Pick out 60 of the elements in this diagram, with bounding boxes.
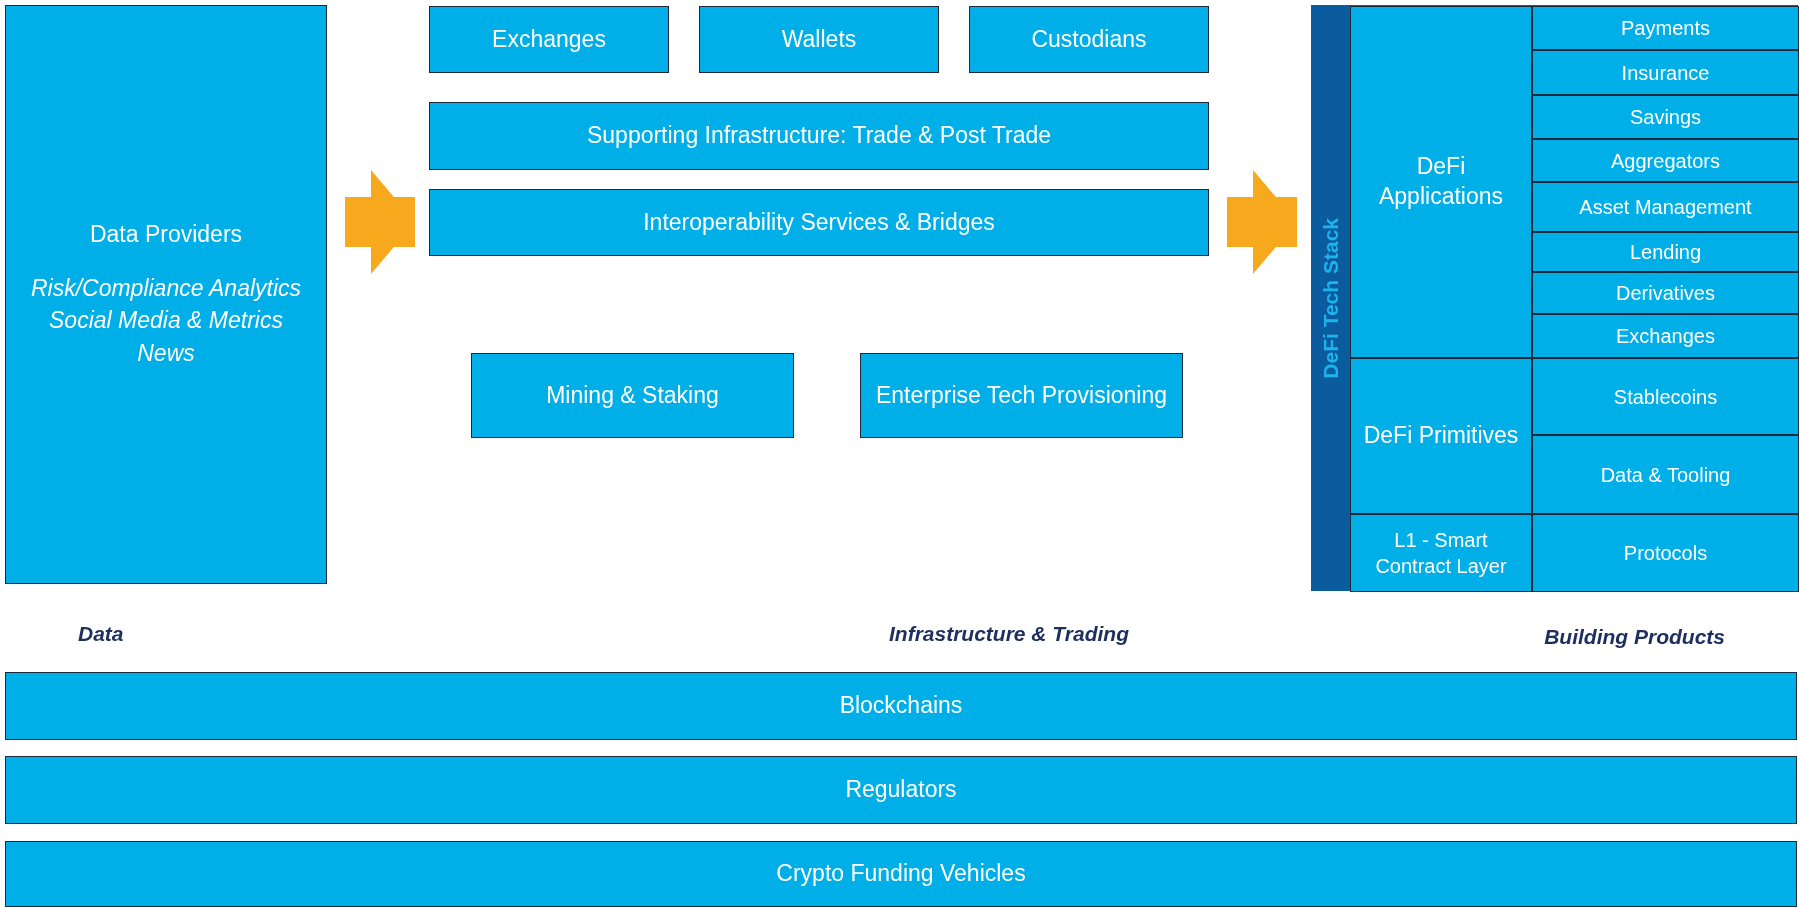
category-box [429,6,669,73]
category-box [5,672,1797,740]
category-box [860,353,1183,438]
box-label: Data & Tooling [1600,462,1731,488]
category-box [429,189,1209,256]
list-item: Risk/Compliance Analytics [30,274,302,304]
box-label: Stablecoins [1613,384,1718,410]
vertical-title: DeFi Tech Stack [1318,217,1343,379]
stack-panel [1311,5,1798,591]
box-label: Interoperability Services & Bridges [643,207,995,237]
box-label: Exchanges [1616,324,1715,349]
box-label: Wallets [781,24,857,54]
category-box [1532,435,1799,514]
box-label: Lending [1629,240,1702,265]
box-label: Savings [1629,105,1702,130]
box-heading: Data Providers [89,220,243,250]
list-item: News [137,338,195,368]
category-box [1532,514,1799,592]
category-box [1532,139,1799,182]
category-box [1532,6,1799,50]
box-label: Custodians [1031,24,1147,54]
category-box [5,841,1797,907]
category-box [699,6,939,73]
category-box [1532,182,1799,232]
box-label: Payments [1621,16,1710,41]
box-label: Insurance [1621,60,1710,86]
category-box [969,6,1209,73]
category-box [1532,314,1799,358]
box-label: Supporting Infrastructure: Trade & Post Trade [586,121,1052,151]
box-label: Asset Management [1579,195,1752,220]
category-box [1532,50,1799,95]
category-box [1532,272,1799,314]
box-label: Aggregators [1611,148,1720,174]
category-box [5,5,327,584]
section-label: Infrastructure & Trading [889,622,1129,646]
category-box [1350,514,1532,592]
box-label: Crypto Funding Vehicles [776,859,1026,889]
block-arrow [1227,170,1297,274]
category-box [1532,95,1799,139]
box-label: Blockchains [839,691,963,721]
category-box [1350,6,1532,358]
section-label: Building Products [1544,625,1725,649]
box-label: Exchanges [492,24,606,54]
block-arrow [345,170,415,274]
section-label: Data [78,622,124,646]
category-box [429,102,1209,170]
list-item: Social Media & Metrics [49,306,283,336]
box-label: Protocols [1623,541,1708,566]
box-label: DeFi Applications [1378,152,1504,211]
box-label: L1 - Smart Contract Layer [1374,528,1508,579]
category-box [1350,358,1532,514]
category-box [1532,358,1799,435]
box-label: Enterprise Tech Provisioning [875,380,1168,410]
box-label: Mining & Staking [546,380,719,410]
box-label: Derivatives [1616,281,1715,306]
category-box [5,756,1797,824]
box-label: Regulators [845,775,957,805]
category-box [471,353,794,438]
box-label: DeFi Primitives [1363,421,1519,451]
category-box [1532,232,1799,272]
